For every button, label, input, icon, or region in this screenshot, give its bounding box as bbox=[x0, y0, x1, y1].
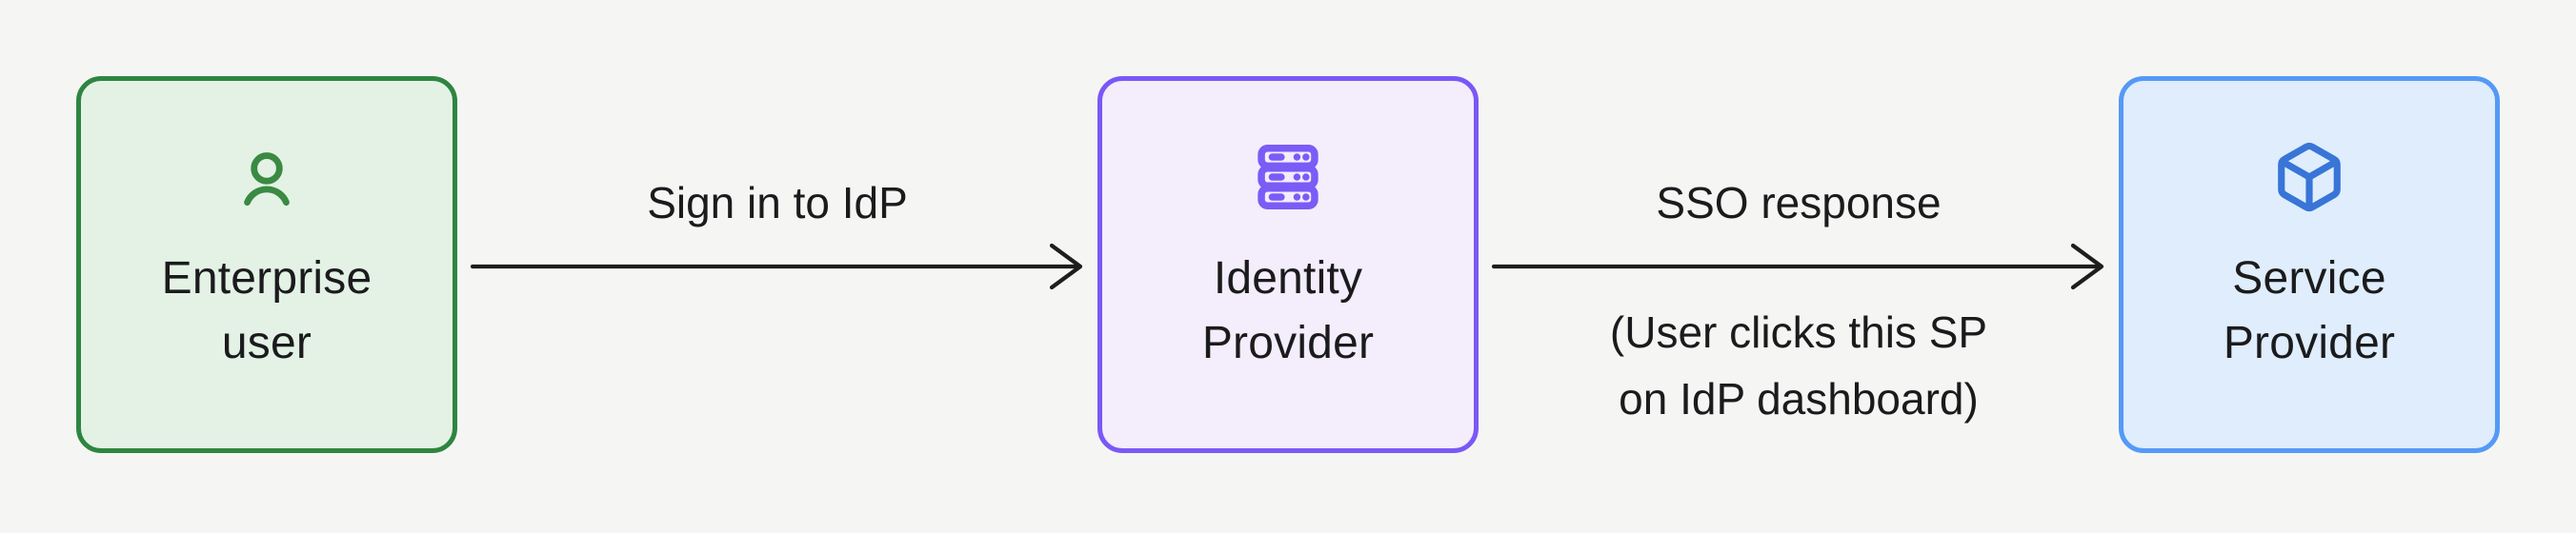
node-label-line: Provider bbox=[1201, 318, 1375, 368]
edge-note-line: on IdP dashboard) bbox=[1619, 374, 1979, 424]
node-label-line: Identity bbox=[1213, 253, 1363, 304]
edge-label-sso-response: SSO response bbox=[1656, 178, 1942, 227]
user-icon bbox=[230, 140, 304, 214]
node-label-line: Provider bbox=[2223, 318, 2396, 368]
node-label-service-provider: Service Provider bbox=[2224, 247, 2395, 376]
node-enterprise-user: Enterprise user bbox=[76, 76, 457, 453]
edge-note-line: (User clicks this SP bbox=[1609, 307, 1988, 357]
node-label-identity-provider: Identity Provider bbox=[1202, 247, 1374, 376]
node-label-line: Enterprise bbox=[161, 253, 372, 304]
node-label-line: Service bbox=[2232, 253, 2386, 304]
arrow-idp-to-sp bbox=[1479, 238, 2119, 295]
arrow-user-to-idp bbox=[457, 238, 1097, 295]
node-label-line: user bbox=[221, 318, 312, 368]
cube-icon bbox=[2272, 140, 2346, 214]
node-identity-provider: Identity Provider bbox=[1097, 76, 1479, 453]
node-label-enterprise-user: Enterprise user bbox=[162, 247, 372, 376]
edge-note-sso-response: (User clicks this SP on IdP dashboard) bbox=[1459, 299, 2138, 432]
server-stack-icon bbox=[1251, 140, 1325, 214]
node-service-provider: Service Provider bbox=[2119, 76, 2500, 453]
edge-label-sign-in-to-idp: Sign in to IdP bbox=[647, 178, 908, 227]
